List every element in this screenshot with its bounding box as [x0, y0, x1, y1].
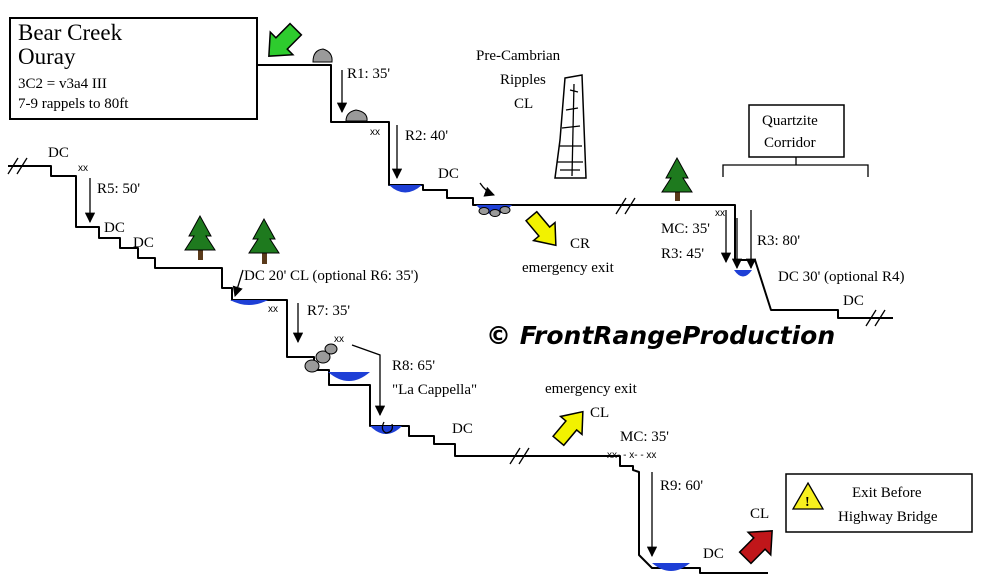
boulder-icon — [304, 343, 338, 373]
boulder-icon — [478, 206, 511, 217]
precambrian-label-3: CL — [514, 96, 533, 112]
start-arrow-icon — [268, 22, 303, 57]
pool-icon — [389, 185, 422, 193]
quartzite-box: Quartzite Corridor — [722, 104, 869, 177]
exit-label-1: Exit Before — [852, 485, 922, 501]
r2-label: R2: 40' — [405, 128, 448, 144]
mc-label: MC: 35' — [620, 429, 669, 445]
dc-label: DC — [703, 546, 724, 562]
r7-label: R7: 35' — [307, 303, 350, 319]
exit-label-2: Highway Bridge — [838, 509, 938, 525]
r5-label: R5: 50' — [97, 181, 140, 197]
anchor-label: xx — [334, 334, 344, 345]
dc-30-label: DC 30' (optional R4) — [778, 269, 904, 285]
emergency-exit-label: emergency exit — [545, 381, 638, 397]
exit-arrow-icon — [738, 530, 773, 565]
dc-label: DC — [104, 220, 125, 236]
dc-label: DC — [48, 145, 69, 161]
tree-icon — [661, 156, 693, 201]
title-line-4: 7-9 rappels to 80ft — [18, 96, 129, 112]
cl-label: CL — [590, 405, 609, 421]
break-mark — [509, 447, 530, 465]
tree-icon — [184, 214, 216, 260]
emergency-arrow-icon — [552, 410, 584, 447]
anchor-label: xx — [715, 208, 725, 219]
dc-label: DC — [133, 235, 154, 251]
svg-text:!: ! — [805, 495, 810, 510]
r3-80-label: R3: 80' — [757, 233, 800, 249]
title-line-1: Bear Creek — [18, 20, 123, 45]
r1-label: R1: 35' — [347, 66, 390, 82]
r9-label: R9: 60' — [660, 478, 703, 494]
r8-name-label: "La Cappella" — [392, 382, 477, 398]
ripple-rock-icon — [554, 74, 587, 179]
r8-label: R8: 65' — [392, 358, 435, 374]
dc-label: DC — [438, 166, 459, 182]
emergency-arrow-icon — [525, 210, 557, 247]
quartzite-label-1: Quartzite — [762, 113, 818, 129]
precambrian-label-2: Ripples — [500, 72, 546, 88]
pool-icon — [734, 270, 752, 277]
emergency-exit-label: emergency exit — [522, 260, 615, 276]
warning-icon: ! — [791, 481, 825, 510]
dc-label: DC — [843, 293, 864, 309]
tree-icon — [248, 217, 280, 264]
dc-20-label: DC 20' CL (optional R6: 35') — [244, 268, 418, 284]
pool-icon — [328, 372, 370, 381]
exit-warning-box: ! Exit Before Highway Bridge — [785, 473, 973, 533]
cr-label: CR — [570, 236, 590, 252]
anchor-label: xx — [78, 163, 88, 174]
anchor-label: xx — [370, 127, 380, 138]
copyright-label: © FrontRangeProduction — [486, 321, 835, 350]
mc-anchor-label: xx- - x- - xx — [607, 450, 656, 461]
title-line-3: 3C2 = v3a4 III — [18, 76, 107, 92]
r3-label: R3: 45' — [661, 246, 704, 262]
title-line-2: Ouray — [18, 44, 76, 69]
boulder-icon — [312, 48, 368, 122]
quartzite-label-2: Corridor — [764, 135, 816, 151]
pool-icon — [652, 563, 690, 571]
pool-icon — [370, 426, 402, 434]
pool-icon — [230, 300, 268, 305]
dc-label: DC — [452, 421, 473, 437]
mc-label: MC: 35' — [661, 221, 710, 237]
canyon-profile-top — [257, 64, 873, 319]
precambrian-label-1: Pre-Cambrian — [476, 48, 561, 64]
title-box: Bear Creek Ouray 3C2 = v3a4 III 7-9 rapp… — [9, 17, 258, 120]
cl-label: CL — [750, 506, 769, 522]
anchor-label: xx — [268, 304, 278, 315]
